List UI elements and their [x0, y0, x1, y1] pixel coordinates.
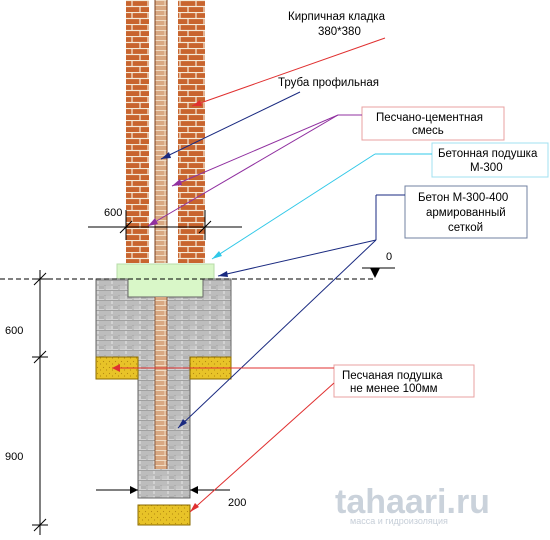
callout-concrete-pad-line2: М-300 [470, 162, 503, 174]
callout-brickwork-line1: Кирпичная кладка [288, 11, 386, 23]
brick-column-right [178, 0, 205, 263]
dim-column-width: 600 [88, 207, 242, 240]
dim-label-upper-depth: 600 [5, 325, 23, 337]
callout-sand-pad-box [333, 364, 475, 398]
callout-concrete-pad-box [431, 142, 549, 178]
zero-level-label: 0 [386, 251, 392, 263]
callout-sand-pad-line1: Песчаная подушка [342, 370, 443, 382]
callout-reinforced-concrete: Бетон М-300-400 армированный сеткой [177, 185, 528, 429]
callout-sand-pad-line2: не менее 100мм [350, 383, 438, 395]
watermark-subtitle: масса и гидроизоляция [350, 516, 448, 526]
sand-pad-bottom [137, 504, 191, 526]
callout-reinforced-box [404, 185, 528, 239]
callout-brickwork-line2: 380*380 [318, 26, 361, 38]
callout-sand-cement-line1: Песчано-цементная [376, 112, 483, 124]
dim-vertical: 600 900 [5, 270, 48, 535]
watermark-brand: tahaari.ru [335, 483, 490, 521]
callout-reinforced-line1: Бетон М-300-400 [418, 192, 508, 204]
brick-column-left [126, 0, 149, 263]
dim-label-lower-depth: 900 [5, 451, 23, 463]
callout-sand-pad: Песчаная подушка не менее 100мм [112, 364, 475, 513]
callout-profile-pipe: Труба профильная [160, 77, 379, 160]
callout-concrete-pad-line1: Бетонная подушка [438, 148, 538, 160]
callout-reinforced-line2: армированный [426, 207, 506, 219]
callout-reinforced-line3: сеткой [448, 222, 483, 234]
callout-brickwork: Кирпичная кладка 380*380 [191, 11, 386, 107]
callout-sand-cement-box [361, 106, 505, 141]
callout-sand-cement-line2: смесь [412, 125, 444, 137]
dim-label-column-width: 600 [104, 207, 122, 219]
watermark: tahaari.ru масса и гидроизоляция [335, 483, 490, 526]
core-through-foundation [154, 297, 168, 469]
callout-concrete-pad: Бетонная подушка М-300 [211, 142, 549, 260]
dim-pillar-width: 200 [96, 486, 246, 509]
zero-level-marker: 0 [362, 251, 395, 278]
dim-label-pillar-width: 200 [228, 497, 246, 509]
concrete-pad [116, 263, 215, 298]
callout-sand-cement: Песчано-цементная смесь [147, 106, 505, 227]
callout-profile-pipe-text: Труба профильная [278, 77, 379, 89]
